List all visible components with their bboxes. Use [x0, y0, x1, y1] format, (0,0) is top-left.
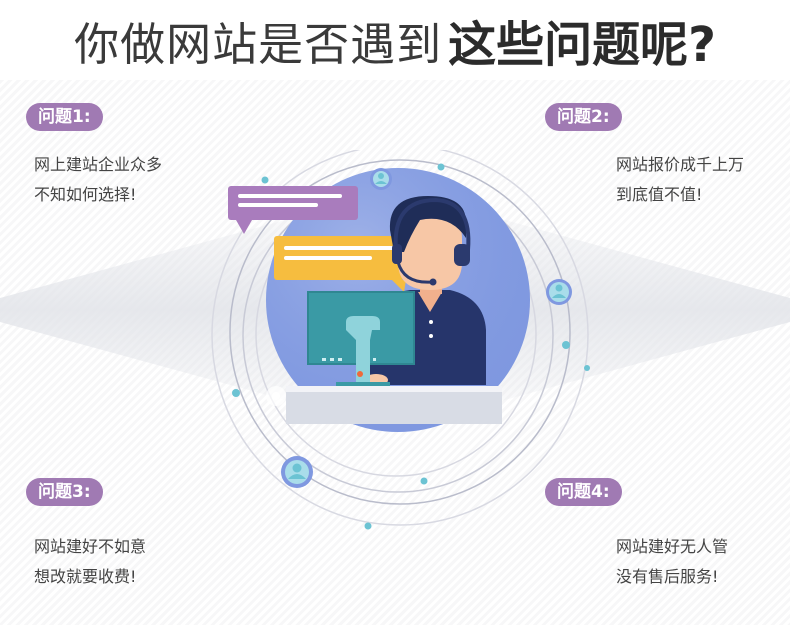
problem-2-text: 网站报价成千上万 到底值不值! — [616, 150, 744, 210]
orbit-ring-outer — [211, 150, 589, 526]
page-title: 你做网站是否遇到 这些问题呢? — [0, 8, 790, 73]
problem-1-text: 网上建站企业众多 不知如何选择! — [34, 150, 162, 210]
orbit-dot — [562, 341, 570, 349]
problem-1-line-2: 不知如何选择! — [34, 185, 137, 204]
problem-2-line-2: 到底值不值! — [616, 185, 703, 204]
problem-2-badge: 问题2: — [545, 103, 622, 131]
orbit-dot — [232, 389, 240, 397]
orbit-ring-2 — [229, 159, 571, 505]
customer-service-illustration — [211, 150, 590, 530]
title-normal: 你做网站是否遇到 — [74, 17, 443, 71]
problem-1-badge: 问题1: — [26, 103, 103, 131]
problem-3-text: 网站建好不如意 想改就要收费! — [34, 532, 146, 592]
problem-4-badge: 问题4: — [545, 478, 622, 506]
problem-3-line-2: 想改就要收费! — [34, 567, 137, 586]
chat-bubble-icon-purple — [228, 186, 358, 234]
orbit-dot — [584, 365, 590, 371]
problem-4-line-1: 网站建好无人管 — [616, 537, 729, 556]
user-avatar-icon — [370, 168, 392, 190]
user-avatar-icon — [281, 456, 313, 488]
problem-3-line-1: 网站建好不如意 — [34, 537, 147, 556]
orbit-dot — [420, 477, 428, 485]
orbit-dot — [261, 176, 269, 184]
orbit-dot — [364, 522, 372, 530]
problem-4-text: 网站建好无人管 没有售后服务! — [616, 532, 728, 592]
problem-3-badge: 问题3: — [26, 478, 103, 506]
problem-1-line-1: 网上建站企业众多 — [34, 155, 163, 174]
problem-4-line-2: 没有售后服务! — [616, 567, 719, 586]
orbit-dot — [437, 163, 445, 171]
chat-bubble-icon-yellow — [274, 236, 406, 292]
sparkle-icon — [266, 386, 286, 406]
desk — [286, 386, 502, 424]
orbit-dots — [232, 163, 590, 530]
problem-2-line-1: 网站报价成千上万 — [616, 155, 745, 174]
user-avatar-icon — [546, 279, 572, 305]
monitor-icon — [307, 291, 436, 388]
title-bold: 这些问题呢? — [448, 17, 716, 73]
